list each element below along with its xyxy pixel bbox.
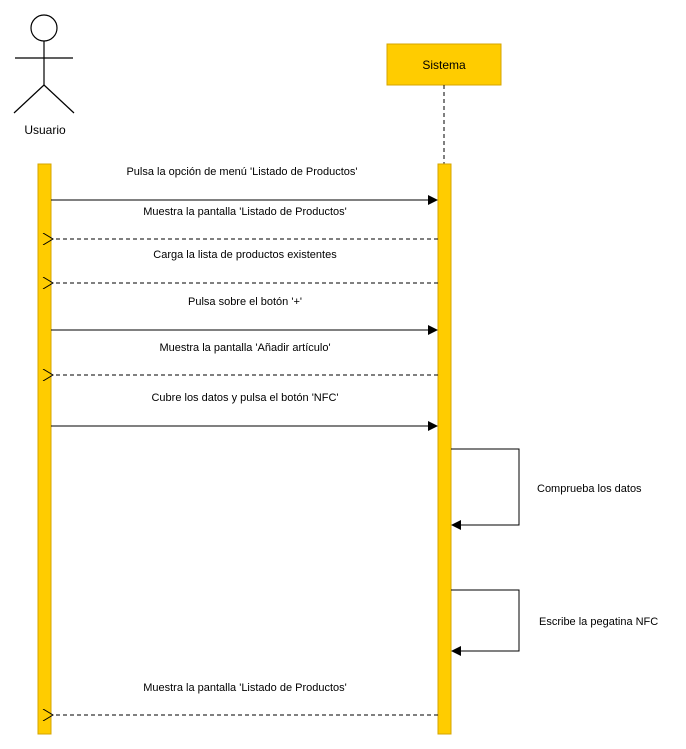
actor-label: Usuario bbox=[24, 123, 66, 137]
message-3: Carga la lista de productos existentes bbox=[53, 249, 438, 283]
self-message-arrow bbox=[451, 589, 520, 656]
actor-left-leg bbox=[13, 84, 45, 114]
self-message-2: Escribe la pegatina NFC bbox=[451, 589, 658, 656]
self-message-1: Comprueba los datos bbox=[451, 448, 642, 530]
activation-bar-sistema bbox=[437, 163, 452, 735]
message-1: Pulsa la opción de menú 'Listado de Prod… bbox=[51, 166, 438, 205]
system-label: Sistema bbox=[422, 58, 466, 72]
actor-head-icon bbox=[30, 14, 58, 42]
actor-right-leg bbox=[43, 84, 75, 114]
activation-bar-usuario bbox=[37, 163, 52, 735]
message-label: Cubre los datos y pulsa el botón 'NFC' bbox=[151, 392, 338, 404]
message-label: Muestra la pantalla 'Listado de Producto… bbox=[143, 682, 347, 694]
message-label: Comprueba los datos bbox=[537, 483, 642, 495]
system-box bbox=[386, 43, 502, 86]
message-4: Pulsa sobre el botón '+' bbox=[51, 296, 438, 335]
message-label: Pulsa sobre el botón '+' bbox=[188, 296, 302, 308]
message-label: Muestra la pantalla 'Listado de Producto… bbox=[143, 206, 347, 218]
self-message-arrow bbox=[451, 448, 520, 530]
actor-usuario: Usuario bbox=[13, 14, 75, 137]
message-2: Muestra la pantalla 'Listado de Producto… bbox=[53, 206, 438, 239]
message-6: Cubre los datos y pulsa el botón 'NFC' bbox=[51, 392, 438, 431]
message-9: Muestra la pantalla 'Listado de Producto… bbox=[53, 682, 438, 715]
lifeline-sistema: Sistema bbox=[386, 43, 502, 164]
message-label: Pulsa la opción de menú 'Listado de Prod… bbox=[126, 166, 357, 178]
message-label: Carga la lista de productos existentes bbox=[153, 249, 337, 261]
message-label: Escribe la pegatina NFC bbox=[539, 616, 658, 628]
message-5: Muestra la pantalla 'Añadir artículo' bbox=[53, 342, 438, 375]
message-label: Muestra la pantalla 'Añadir artículo' bbox=[159, 342, 330, 354]
